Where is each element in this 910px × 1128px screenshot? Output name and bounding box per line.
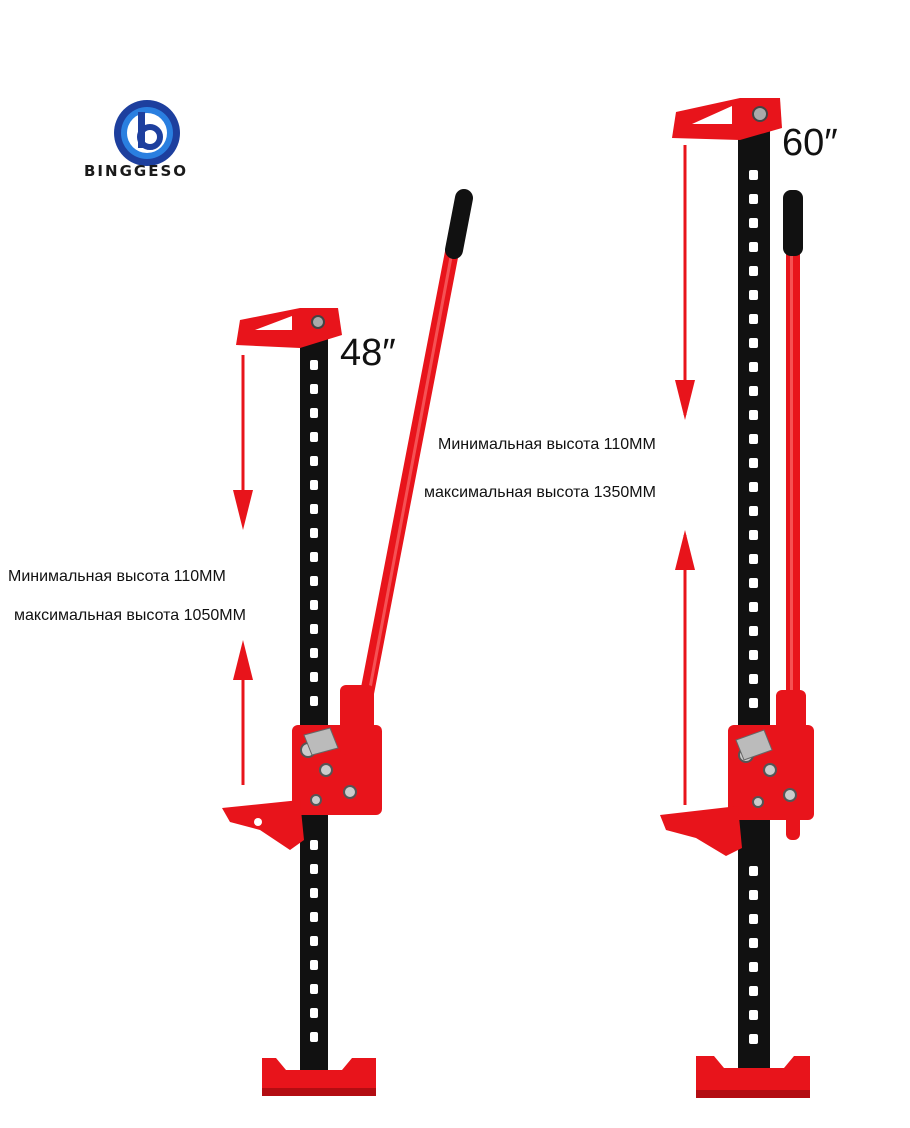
jack-48-size-label: 48″ xyxy=(340,332,396,374)
brand-name: BINGGESO xyxy=(84,162,188,180)
jack-60-size-label: 60″ xyxy=(782,122,838,164)
jack-48-max-height: максимальная высота 1050MM xyxy=(14,607,246,624)
brand-logo xyxy=(112,98,182,168)
jack-48-height-arrows xyxy=(233,355,253,785)
jack-60-min-height: Минимальная высота 110MM xyxy=(438,436,656,453)
jack-48-illustration xyxy=(222,189,473,1096)
jack-60-max-height: максимальная высота 1350MM xyxy=(424,484,656,501)
jack-60-height-arrows xyxy=(675,145,695,805)
jack-60-illustration xyxy=(660,98,814,1098)
jack-48-min-height: Минимальная высота 110MM xyxy=(8,568,226,585)
